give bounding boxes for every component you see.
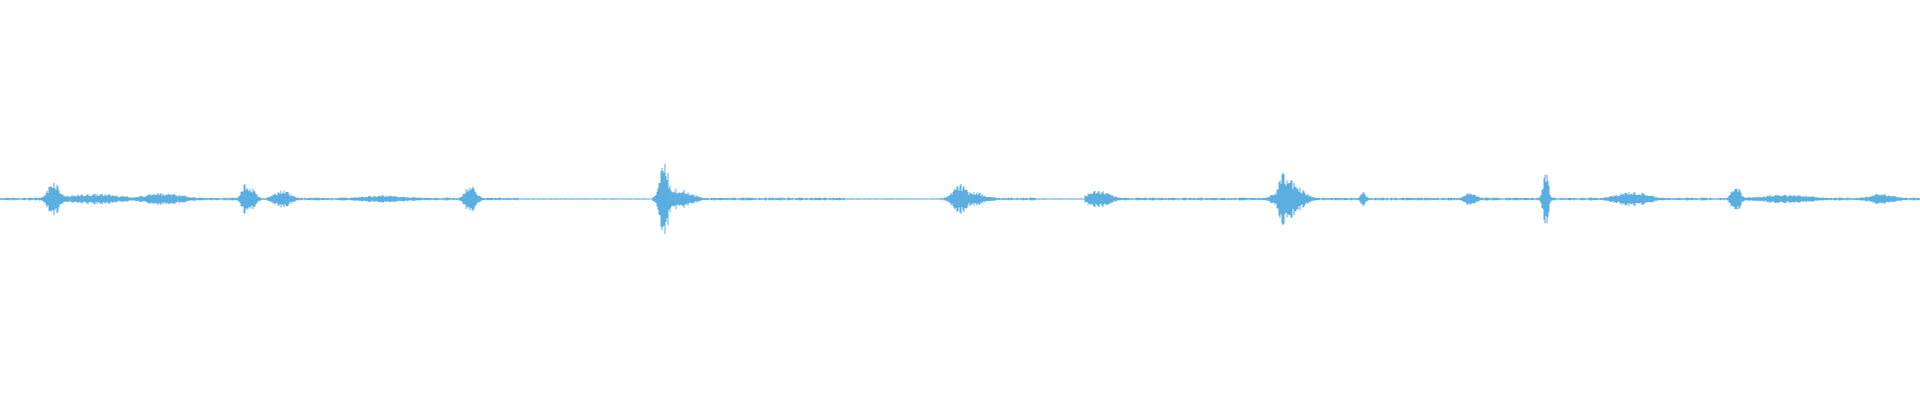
waveform-trace [0, 163, 1920, 235]
